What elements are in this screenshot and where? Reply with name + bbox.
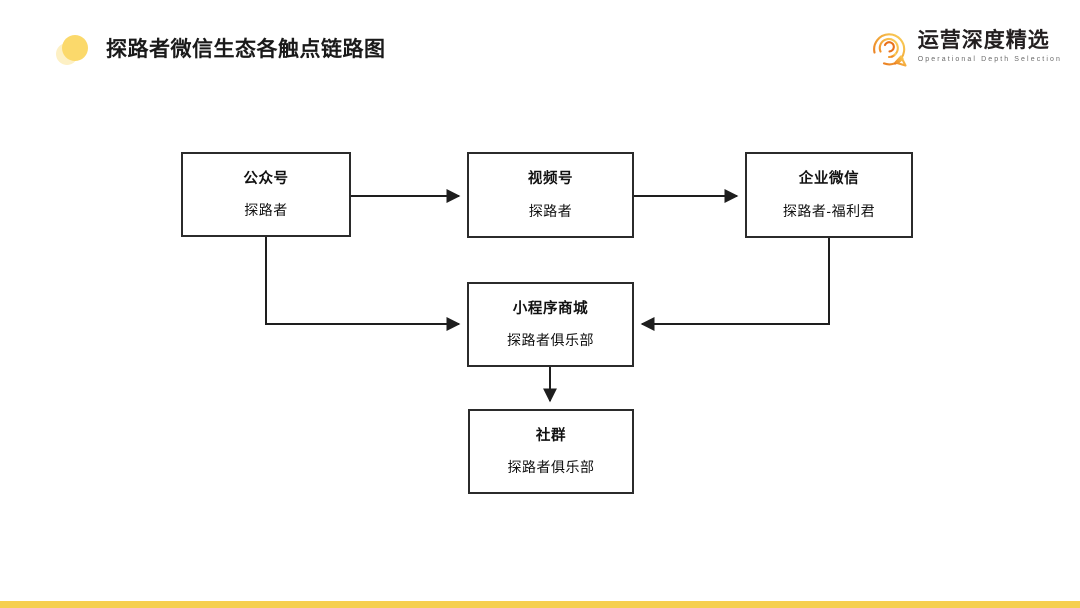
node-community[interactable]: 社群 探路者俱乐部 (468, 409, 634, 494)
logo-name-cn: 运营深度精选 (917, 29, 1050, 53)
node-official-account[interactable]: 公众号 探路者 (181, 152, 351, 237)
node-subtitle: 探路者-福利君 (782, 202, 876, 219)
node-mini-program[interactable]: 小程序商城 探路者俱乐部 (467, 282, 634, 367)
node-title: 企业微信 (798, 171, 860, 188)
node-subtitle: 探路者俱乐部 (507, 459, 595, 476)
page-header: 探路者微信生态各触点链路图 (0, 0, 1080, 92)
node-video-account[interactable]: 视频号 探路者 (467, 152, 634, 238)
node-subtitle: 探路者 (244, 202, 288, 219)
logo-name-en: Operational Depth Selection (917, 56, 1062, 64)
page-title: 探路者微信生态各触点链路图 (106, 38, 386, 61)
circular-swirl-icon (868, 27, 910, 69)
node-title: 公众号 (243, 170, 289, 187)
node-title: 视频号 (527, 171, 574, 188)
logo-text-block: 运营深度精选 Operational Depth Selection (918, 30, 1062, 65)
node-title: 小程序商城 (512, 300, 589, 317)
brand-logo: 运营深度精选 Operational Depth Selection (868, 26, 1062, 70)
edge-work-wechat-to-mini-program (640, 238, 830, 331)
title-block: 探路者微信生态各触点链路图 (56, 28, 386, 68)
footer-accent-bar (0, 601, 1080, 608)
node-subtitle: 探路者 (528, 202, 573, 219)
node-work-wechat[interactable]: 企业微信 探路者-福利君 (745, 152, 913, 238)
node-title: 社群 (535, 427, 567, 444)
edge-official-account-to-mini-program (265, 237, 461, 331)
node-subtitle: 探路者俱乐部 (507, 332, 594, 349)
